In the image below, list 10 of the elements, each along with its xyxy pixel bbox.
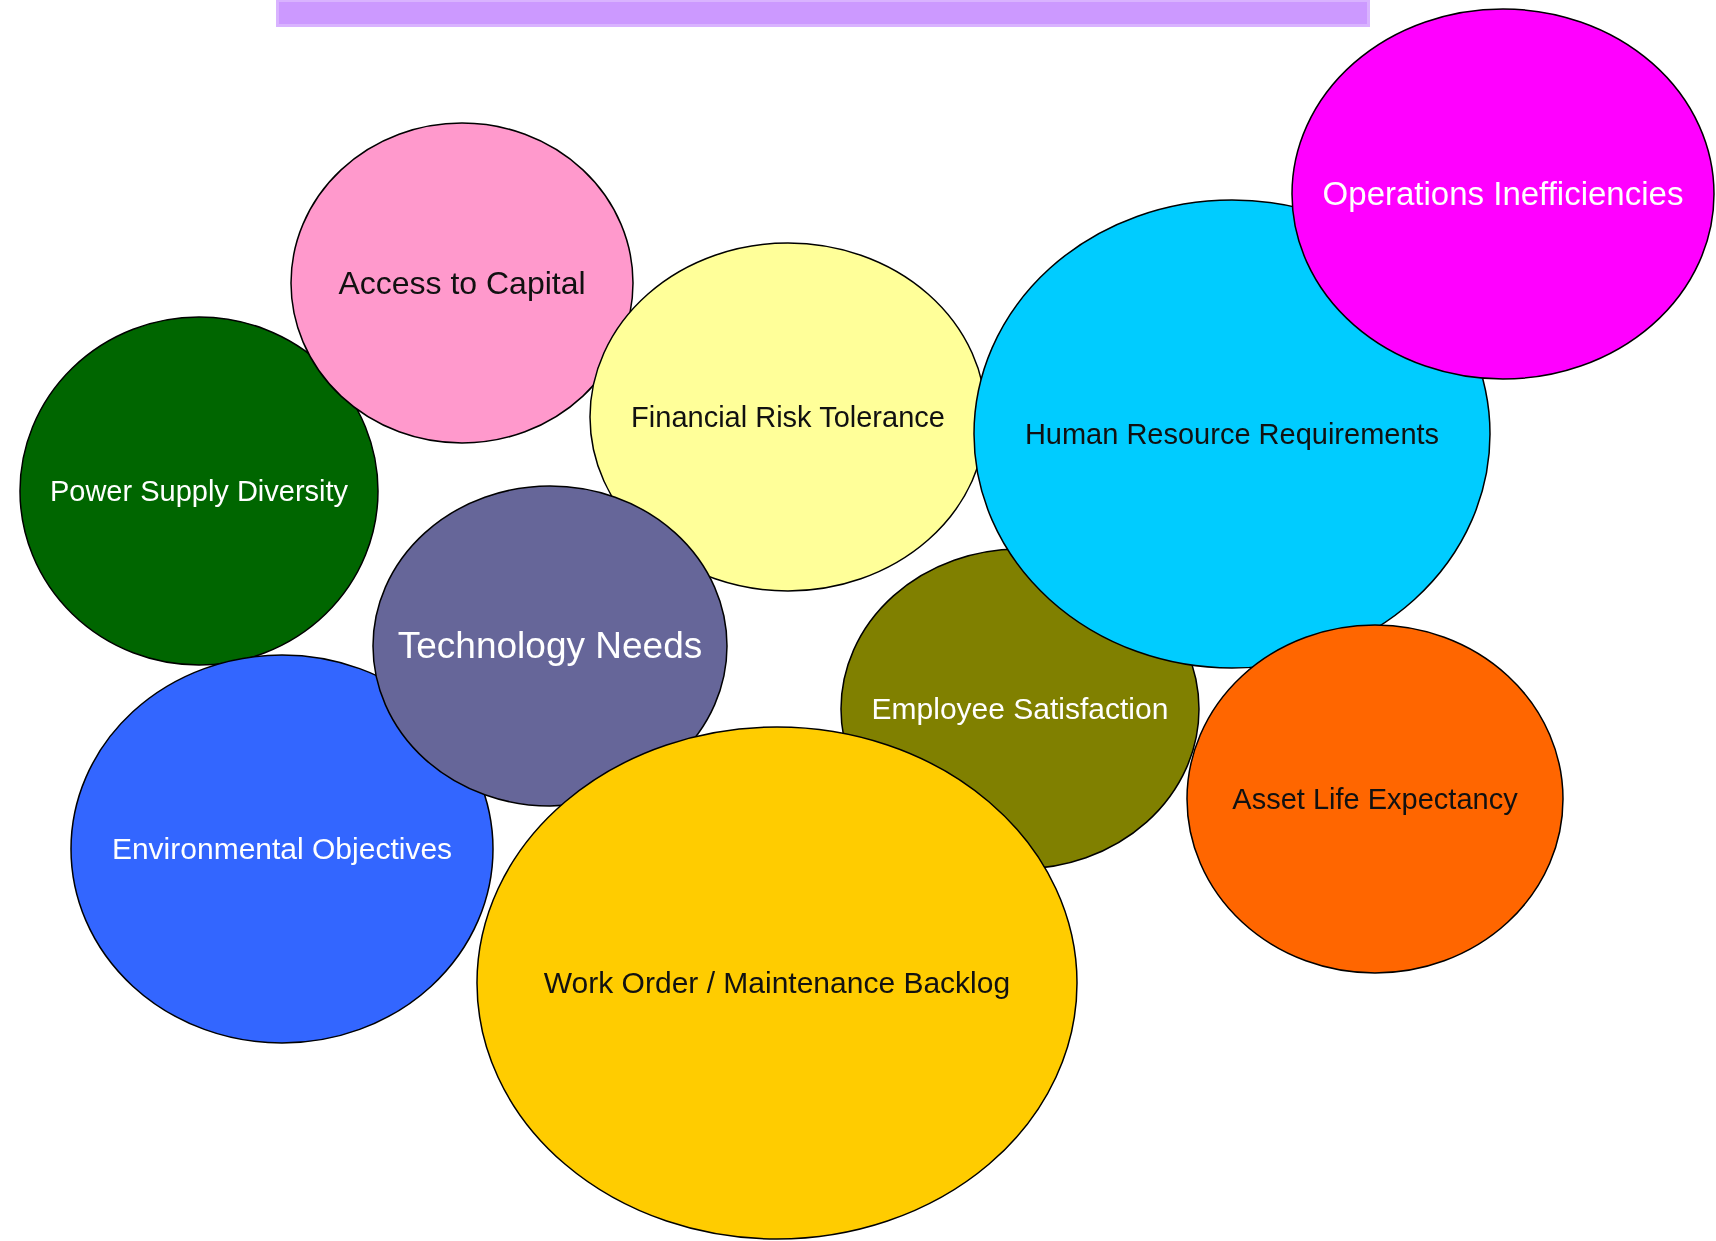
bubble-label: Technology Needs xyxy=(397,625,703,667)
bubble-label: Access to Capital xyxy=(338,264,586,302)
bubble-label: Financial Risk Tolerance xyxy=(631,400,945,434)
bubble-label: Human Resource Requirements xyxy=(1024,417,1440,451)
bubble-label: Power Supply Diversity xyxy=(49,474,349,508)
bubble-label: Employee Satisfaction xyxy=(871,692,1169,726)
bubble-label: Work Order / Maintenance Backlog xyxy=(543,966,1011,1000)
bubble-label: Asset Life Expectancy xyxy=(1232,782,1518,816)
bubble-label: Environmental Objectives xyxy=(111,832,453,866)
bubble-label: Operations Inefficiencies xyxy=(1322,175,1684,213)
